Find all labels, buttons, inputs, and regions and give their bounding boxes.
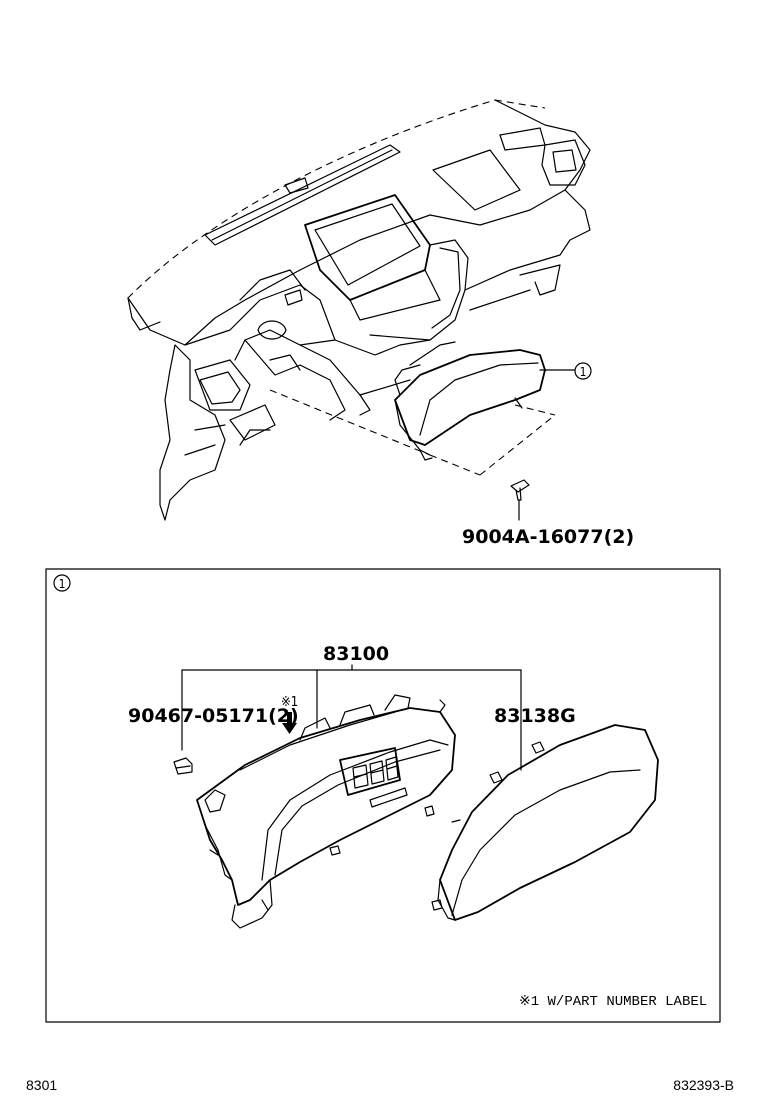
detail-frame [45,568,721,1023]
meter-glass-drawing [431,724,659,921]
bulb-part-number: 90467-05171(2) [128,705,299,727]
down-arrow-icon [282,712,297,734]
callout-1-detail-label: 1 [59,577,66,591]
callout-1-upper-label: 1 [580,365,587,379]
callout-1-upper: 1 [574,362,592,380]
combination-meter-drawing [196,694,456,929]
callout-1-detail: 1 [53,574,71,592]
bulb-socket-drawing [173,757,193,775]
combination-meter-installed [394,341,576,461]
footer-left-code: 8301 [26,1077,57,1093]
reference-mark: ※1 [281,695,298,710]
footer-right-code: 832393-B [673,1077,734,1093]
meter-assy-part-number: 83100 [323,643,389,665]
instrument-panel-drawing [127,99,591,521]
glass-part-number: 83138G [494,705,576,727]
part-number-label-note: ※1 W/PART NUMBER LABEL [519,994,707,1010]
bolt-part-number: 9004A-16077(2) [462,526,634,548]
assembly-guide-lines [269,389,556,476]
meter-assy-bracket [181,664,522,771]
bolt-drawing [510,479,530,521]
